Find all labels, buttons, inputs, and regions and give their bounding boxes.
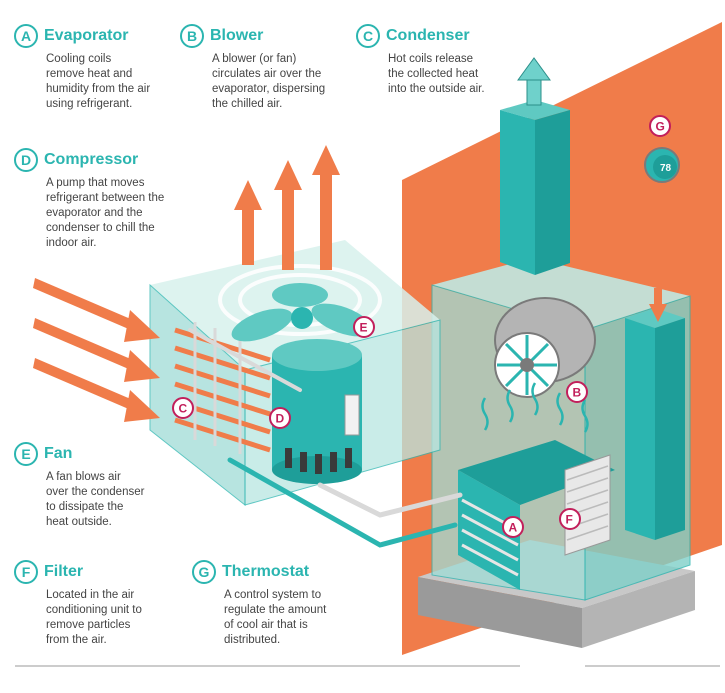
marker-a: A — [502, 516, 524, 538]
legend-description: A blower (or fan) circulates air over th… — [212, 53, 326, 110]
legend-description: A fan blows air over the condenser to di… — [46, 471, 145, 528]
marker-f-label: F — [566, 513, 573, 527]
legend-badge: F — [14, 560, 38, 584]
thermostat-reading: 78 — [660, 163, 672, 174]
marker-d-label: D — [276, 412, 285, 426]
marker-c-label: C — [179, 402, 188, 416]
legend-thermostat: G Thermostat A control system to regulate… — [192, 560, 326, 648]
legend-title: Thermostat — [222, 563, 310, 580]
legend-blower: B Blower A blower (or fan) circulates air… — [180, 24, 325, 112]
legend-description: Hot coils release the collected heat int… — [388, 53, 485, 95]
evaporator-coil — [458, 382, 615, 590]
marker-g: G — [649, 115, 671, 137]
legend-title: Condenser — [386, 27, 470, 44]
legend-badge: G — [192, 560, 216, 584]
marker-c: C — [172, 397, 194, 419]
blower — [494, 297, 596, 398]
supply-duct — [500, 100, 570, 275]
legend-title: Filter — [44, 563, 84, 580]
legend-title: Fan — [44, 445, 73, 462]
legend-condenser: C Condenser Hot coils release the collect… — [356, 24, 485, 97]
legend-evaporator: A Evaporator Cooling coils remove heat an… — [14, 24, 150, 112]
legend-title: Blower — [210, 27, 264, 44]
legend-badge: C — [356, 24, 380, 48]
legend-description: Located in the air conditioning unit to … — [46, 589, 142, 646]
marker-d: D — [269, 407, 291, 429]
heat-arrows — [234, 145, 340, 270]
legend-title: Evaporator — [44, 27, 129, 44]
marker-b-label: B — [573, 386, 582, 400]
thermostat: 78 — [644, 147, 680, 183]
legend-badge: D — [14, 148, 38, 172]
return-duct — [625, 288, 685, 540]
exhaust-arrow — [517, 57, 551, 106]
legend-fan: E Fan A fan blows air over the condenser … — [14, 442, 144, 530]
legend-badge: E — [14, 442, 38, 466]
marker-b: B — [566, 381, 588, 403]
legend-compressor: D Compressor A pump that moves refrigeran… — [14, 148, 164, 251]
legend-description: A pump that moves refrigerant between th… — [46, 177, 165, 249]
refrigerant-pipes — [188, 328, 463, 548]
legend-badge: A — [14, 24, 38, 48]
legend-title: Compressor — [44, 151, 139, 168]
legend-badge: B — [180, 24, 204, 48]
marker-e-label: E — [360, 321, 368, 335]
filter — [564, 454, 611, 556]
intake-arrows — [33, 278, 160, 422]
legend-description: Cooling coils remove heat and humidity f… — [46, 53, 151, 110]
marker-e: E — [353, 316, 375, 338]
legend-filter: F Filter Located in the air conditioning … — [14, 560, 142, 648]
marker-g-label: G — [656, 120, 665, 134]
outdoor-fan — [218, 264, 382, 342]
marker-a-label: A — [509, 521, 518, 535]
marker-f: F — [559, 508, 581, 530]
legend-description: A control system to regulate the amount … — [224, 589, 327, 646]
